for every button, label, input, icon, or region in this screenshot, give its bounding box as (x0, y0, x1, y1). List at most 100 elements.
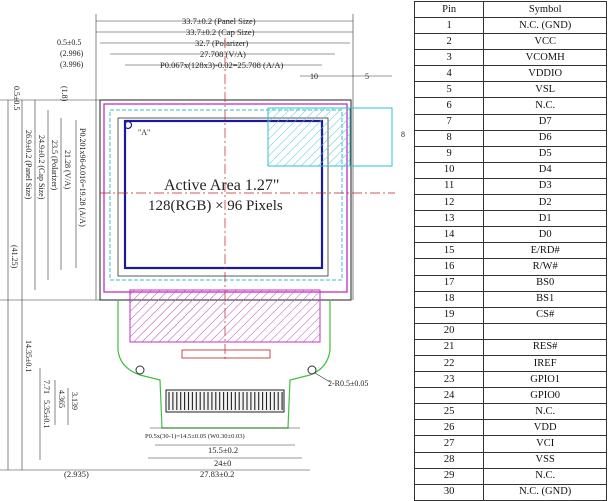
panel-size-dim: 33.7±0.2 (Panel Size) (182, 16, 256, 26)
marker-a-label: "A" (138, 128, 150, 137)
pin-symbol: N.C. (483, 97, 607, 115)
lower-hatch-area (129, 289, 321, 343)
pin-number: 3 (413, 49, 485, 67)
pin-symbol: D0 (483, 226, 607, 244)
dim-5: 5 (365, 72, 369, 81)
pin-number: 22 (413, 354, 485, 373)
pin-number: 18 (413, 290, 485, 308)
connector-pads (168, 392, 283, 410)
pin-symbol: N.C. (GND) (483, 483, 607, 501)
pin-number: 9 (413, 145, 485, 163)
dim-8: 8 (401, 130, 405, 139)
pin-number: 20 (413, 322, 485, 340)
active-area (123, 119, 324, 270)
pin-table-header: Pin Symbol (413, 1, 607, 18)
v-dim-535: 5.35±0.1 (42, 400, 51, 428)
pin-symbol: VDD (483, 419, 607, 437)
pitch-note: P0.5x(30-1)=14.5±0.05 (W0.30±0.03) (145, 433, 245, 440)
pin-symbol: IREF (483, 354, 607, 373)
v-dim-3139: 3.139 (70, 392, 79, 410)
pixel-pitch-dim: P0.067x(128x3)-0.02=25.708 (A/A) (160, 60, 283, 70)
active-area-pixels: 128(RGB) × 96 Pixels (148, 198, 283, 214)
mechanical-drawing: 33.7±0.2 (Panel Size) 33.7±0.2 (Cap Size… (0, 14, 405, 479)
v-dim-4365: 4.365 (57, 390, 66, 408)
pin-number: 7 (413, 113, 485, 131)
dim-2783: 27.83±0.2 (200, 469, 234, 479)
dim-24: 24±0 (214, 458, 231, 468)
pin-number: 10 (413, 161, 485, 179)
pin-symbol (483, 322, 607, 340)
left-dimension-lines (0, 99, 140, 471)
table-row: 20 (413, 322, 607, 340)
header-symbol: Symbol (483, 1, 607, 18)
pin-number: 1 (413, 16, 485, 35)
pin-number: 30 (413, 483, 485, 501)
pin-symbol: N.C. (483, 403, 607, 421)
pin-symbol: GPIO0 (483, 387, 607, 405)
pin-symbol: E/RD# (483, 242, 607, 260)
fpc-hole-left (135, 365, 145, 375)
v-dim-polarizer: 23.5 (Polarizer) (50, 140, 59, 191)
pin-number: 19 (413, 306, 485, 324)
pin-symbol: VDDIO (483, 65, 607, 83)
pin-number: 14 (413, 226, 485, 244)
active-area-title: Active Area 1.27" (164, 177, 279, 194)
pin-symbol: VSS (483, 451, 607, 469)
dim-155: 15.5±0.2 (208, 445, 238, 455)
v-dim-total: (41.25) (10, 245, 19, 269)
pin-number: 23 (413, 371, 485, 389)
v-dim-18: (1.8) (60, 86, 69, 102)
pin-number: 28 (413, 451, 485, 469)
left-offset-2996: (2.996) (60, 49, 84, 58)
pin-number: 11 (413, 177, 485, 196)
v-dim-1435: 14.35±0.1 (24, 340, 33, 372)
polarizer-dim: 32.7 (Polarizer) (195, 38, 249, 48)
pin-number: 26 (413, 419, 485, 437)
pin-number: 6 (413, 97, 485, 115)
pin-number: 15 (413, 242, 485, 260)
pin-symbol: D5 (483, 145, 607, 163)
pin-number: 24 (413, 387, 485, 405)
pin-symbol: N.C. (GND) (483, 16, 607, 35)
dim-2935: (2.935) (64, 469, 89, 479)
pin-number: 25 (413, 403, 485, 421)
pin-number: 16 (413, 258, 485, 276)
pin-symbol: BS1 (483, 290, 607, 308)
v-dim-771: 7.71 (42, 380, 51, 394)
bottom-dimension-lines (140, 427, 310, 471)
pin-number: 27 (413, 435, 485, 453)
pin-symbol: D1 (483, 210, 607, 228)
radius-note: 2-R0.5±0.05 (328, 379, 368, 388)
pin-symbol: VSL (483, 81, 607, 99)
pin-number: 12 (413, 194, 485, 212)
polarizer-outline (109, 109, 343, 281)
pin-symbol: D2 (483, 194, 607, 212)
pin-symbol: VCOMH (483, 49, 607, 67)
cyan-outer-region (349, 107, 393, 167)
pin-symbol: GPIO1 (483, 371, 607, 389)
pin-number: 13 (413, 210, 485, 228)
header-pin: Pin (413, 1, 485, 18)
pin-number: 5 (413, 81, 485, 99)
v-dim-aa: P0.201x96-0.016=19.28 (A/A) (78, 128, 87, 227)
